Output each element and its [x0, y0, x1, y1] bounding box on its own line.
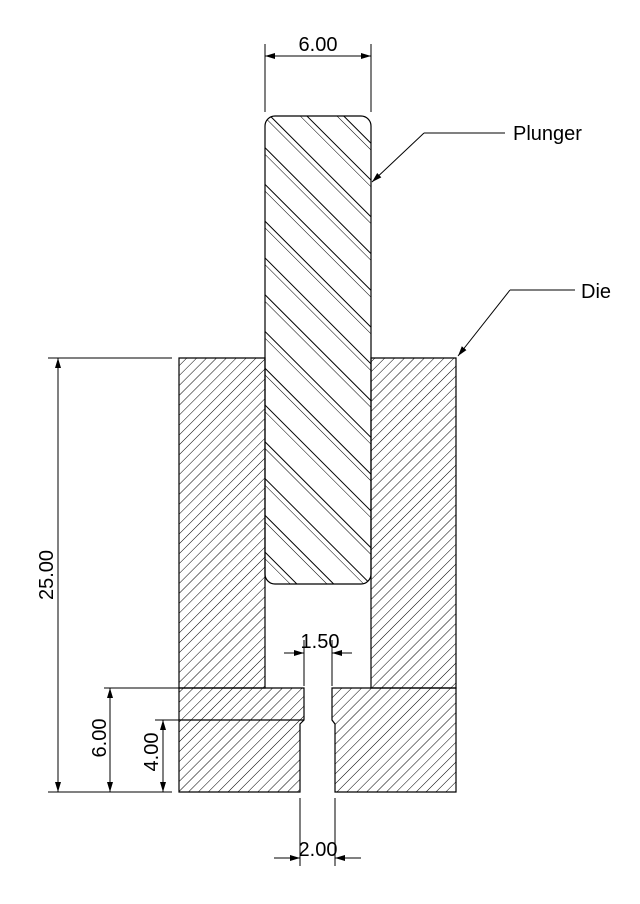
dim-orifice-width — [284, 640, 352, 686]
dim-plunger-width-text: 6.00 — [299, 34, 338, 56]
dim-channel-height-text: 4.00 — [141, 733, 163, 772]
die-lower-left-block — [178, 687, 305, 793]
dim-bottom-gap-width — [274, 798, 361, 866]
dim-channel-height — [155, 719, 300, 792]
die-lower-right-block — [331, 687, 457, 793]
die-body — [178, 357, 457, 793]
dim-bottom-gap-width-text: 2.00 — [299, 839, 338, 861]
dim-die-height-text: 25.00 — [36, 550, 58, 600]
die-right-wall — [370, 357, 457, 689]
dim-lower-block-height — [104, 687, 265, 792]
plunger-body — [264, 115, 372, 585]
plunger-label: Plunger — [513, 123, 582, 145]
dim-lower-block-height-text: 6.00 — [89, 719, 111, 758]
dim-orifice-width-text: 1.50 — [301, 631, 340, 653]
die-left-wall — [178, 357, 266, 689]
die-label: Die — [581, 281, 611, 303]
die-leader — [457, 289, 575, 357]
plunger-leader — [371, 132, 505, 183]
dim-plunger-width — [264, 44, 372, 112]
